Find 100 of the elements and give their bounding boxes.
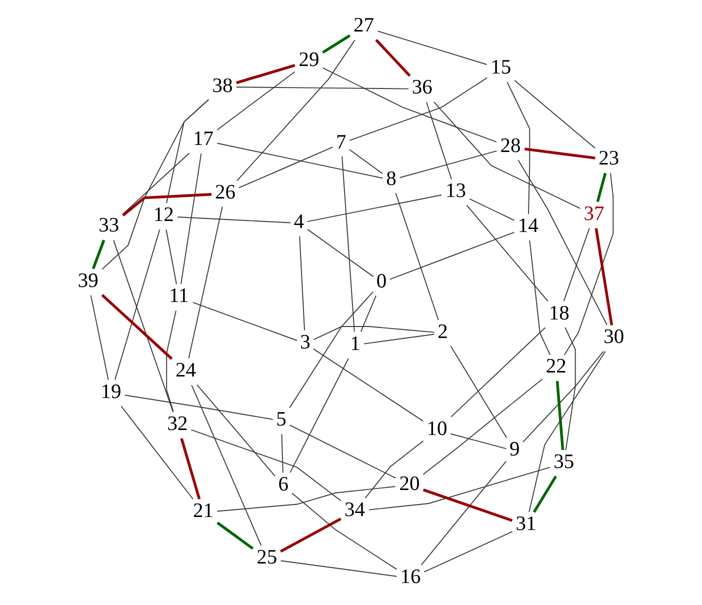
node-text: 0 (376, 270, 387, 292)
connector (364, 334, 435, 344)
connector (191, 384, 262, 546)
connector (322, 67, 497, 142)
node-text: 7 (336, 131, 346, 154)
connector (192, 302, 298, 341)
node-text: 36 (412, 76, 432, 99)
connector (238, 146, 334, 188)
node-text: 34 (344, 499, 366, 522)
connector (450, 433, 507, 450)
connector (426, 102, 452, 180)
connector (556, 381, 564, 450)
connector (216, 486, 396, 512)
connector (322, 34, 351, 54)
connector (177, 216, 291, 224)
connector (596, 172, 607, 202)
connector (122, 152, 190, 215)
connector (594, 228, 614, 326)
connector (360, 295, 376, 332)
node-text: 33 (98, 214, 120, 237)
connector (466, 204, 548, 302)
connector (216, 71, 296, 130)
node-text: 13 (445, 180, 466, 202)
connector (518, 160, 608, 326)
connector (514, 80, 596, 149)
node-text: 8 (386, 168, 396, 190)
connector (469, 198, 515, 221)
node-text: 17 (192, 128, 214, 150)
connector (450, 327, 546, 418)
connector (120, 406, 194, 500)
node-text: 21 (193, 500, 214, 522)
connector (522, 350, 604, 442)
connector (377, 30, 488, 65)
connector (101, 294, 173, 360)
node-text: 23 (598, 148, 620, 170)
connector (280, 560, 398, 577)
connector (528, 350, 606, 512)
connector (433, 101, 581, 209)
connector (524, 148, 596, 160)
connector (349, 77, 488, 141)
connector (290, 358, 349, 474)
connector (389, 232, 515, 280)
connector (420, 460, 507, 566)
node-text: 38 (212, 74, 233, 97)
node-text: 10 (426, 418, 448, 440)
connector (180, 153, 202, 284)
connector (188, 206, 223, 359)
connector (312, 348, 424, 422)
connector (348, 149, 383, 174)
connector (289, 291, 374, 408)
connector (307, 228, 374, 278)
node-text: 9 (509, 438, 520, 461)
connector (114, 229, 160, 380)
connector (564, 327, 576, 451)
connector (375, 39, 411, 77)
node-text: 12 (153, 204, 174, 226)
node-text: 39 (78, 270, 98, 292)
connector (196, 384, 276, 477)
connector (102, 99, 210, 270)
connector (216, 522, 254, 550)
node-text: 18 (548, 302, 570, 324)
node-text: 28 (500, 134, 521, 157)
connector (190, 429, 342, 502)
node-text: 22 (546, 356, 566, 378)
connector (299, 236, 305, 331)
connector (281, 433, 284, 474)
connector (166, 229, 177, 285)
node-text: 1 (350, 332, 360, 355)
node-text: 27 (354, 14, 374, 37)
node-text: 2 (438, 320, 448, 343)
connector (90, 294, 109, 380)
connector (124, 394, 274, 420)
connector (92, 240, 106, 270)
connector (532, 476, 557, 513)
connector (216, 142, 384, 179)
connector (113, 240, 174, 412)
node-text: 24 (175, 359, 196, 382)
connector (313, 326, 435, 340)
connector (450, 346, 508, 438)
node-text: 35 (554, 450, 574, 473)
connector (506, 82, 530, 214)
node-text: 29 (298, 48, 320, 71)
node-text: 30 (604, 326, 624, 348)
connector (422, 488, 513, 522)
connector (166, 310, 176, 412)
connector (342, 156, 355, 332)
connector (529, 240, 551, 356)
node-text: 37 (584, 202, 604, 225)
connector (364, 440, 424, 499)
node-text: 32 (167, 412, 188, 435)
connector (422, 378, 543, 475)
connector (424, 531, 513, 572)
connector (236, 64, 296, 84)
connector (306, 194, 442, 222)
connector (399, 150, 498, 178)
connector (289, 424, 396, 479)
node-text: 6 (278, 474, 288, 496)
connector (122, 193, 212, 216)
connector (236, 40, 356, 182)
connector (292, 492, 398, 570)
